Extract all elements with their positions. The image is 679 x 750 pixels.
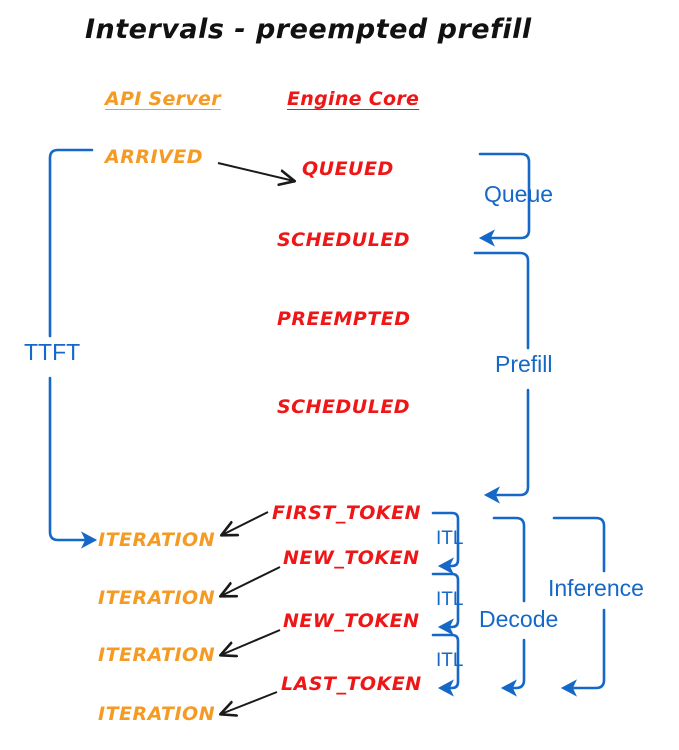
interval-label-inference: Inference: [548, 575, 644, 601]
arrow-first-token-to-iteration: [222, 511, 269, 535]
interval-label-queue: Queue: [484, 181, 554, 207]
interval-label-itl-3: ITL: [436, 650, 464, 671]
column-header-api-server: API Server: [105, 88, 221, 110]
bracket-decode-upper: [492, 516, 526, 603]
event-scheduled-2: SCHEDULED: [277, 396, 411, 418]
arrow-new-token-1-to-iteration: [221, 566, 281, 596]
event-new-token-2: NEW_TOKEN: [283, 610, 420, 632]
event-scheduled-1: SCHEDULED: [277, 229, 411, 251]
event-first-token: FIRST_TOKEN: [272, 502, 422, 524]
interval-label-ttft: TTFT: [24, 339, 81, 365]
arrow-arrived-to-queued: [217, 162, 294, 181]
page-title: Intervals - preempted prefill: [85, 14, 532, 45]
bracket-prefill-upper: [473, 251, 530, 350]
event-iteration-2: ITERATION: [98, 587, 216, 609]
interval-label-prefill: Prefill: [495, 351, 553, 377]
event-new-token-1: NEW_TOKEN: [283, 547, 420, 569]
interval-label-itl-2: ITL: [436, 589, 464, 610]
interval-label-itl-1: ITL: [436, 528, 464, 549]
bracket-decode-lower: [500, 638, 526, 697]
bracket-ttft-upper: [48, 148, 94, 338]
bracket-inference-upper: [552, 516, 606, 573]
event-iteration-4: ITERATION: [98, 703, 216, 725]
bracket-ttft-lower: [48, 376, 98, 549]
event-last-token: LAST_TOKEN: [281, 673, 422, 695]
interval-label-decode: Decode: [479, 606, 559, 632]
bracket-prefill-lower: [483, 388, 530, 504]
arrow-last-token-to-iteration: [221, 691, 278, 714]
event-preempted: PREEMPTED: [277, 308, 411, 330]
event-arrived: ARRIVED: [105, 146, 203, 168]
event-queued: QUEUED: [302, 158, 394, 180]
column-header-engine-core: Engine Core: [287, 88, 420, 110]
bracket-inference-lower: [560, 608, 606, 697]
event-iteration-1: ITERATION: [98, 529, 216, 551]
event-iteration-3: ITERATION: [98, 644, 216, 666]
arrow-new-token-2-to-iteration: [221, 629, 281, 655]
